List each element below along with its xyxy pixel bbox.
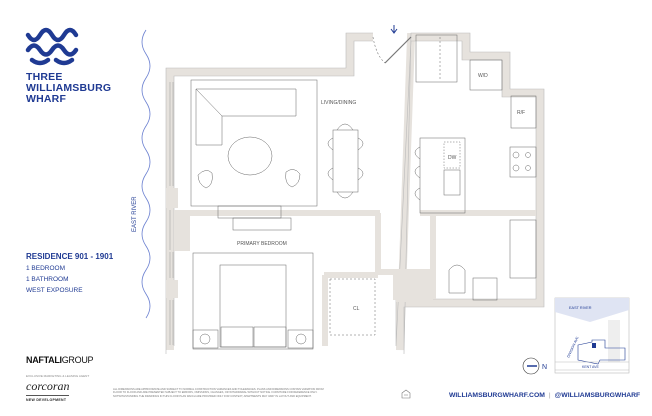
room-label-closet: CL [353, 306, 360, 312]
windows [169, 82, 174, 345]
equal-housing-icon [401, 389, 411, 399]
website-link[interactable]: WILLIAMSBURGWHARF.COM [449, 392, 545, 399]
brand-line-3: WHARF [26, 93, 67, 105]
furniture [190, 34, 537, 350]
river-wave-line [141, 29, 151, 319]
spec-bathrooms: 1 BATHROOM [26, 276, 69, 283]
brand-name: THREE WILLIAMSBURG WHARF [26, 72, 111, 105]
room-label-rf: R/F [517, 110, 525, 116]
brand-line-1: THREE [26, 71, 63, 83]
spec-exposure: WEST EXPOSURE [26, 287, 83, 294]
developer-logo: NAFTALIGROUP [26, 355, 94, 365]
room-label-dw: DW [448, 155, 457, 161]
room-label-living: LIVING/DINING [321, 100, 356, 106]
footer-separator: | [548, 392, 551, 399]
footer-links: WILLIAMSBURGWHARF.COM|@WILLIAMSBURGWHARF [449, 392, 640, 399]
agent-label: EXCLUSIVE MARKETING & LEASING AGENT [26, 374, 90, 378]
entry-door [372, 36, 412, 64]
key-plan-map [554, 297, 630, 374]
brand-line-2: WILLIAMSBURG [26, 82, 112, 94]
room-label-wd: W/D [478, 73, 488, 79]
east-river-label: EAST RIVER [132, 196, 138, 232]
room-label-bedroom: PRIMARY BEDROOM [237, 241, 287, 247]
walls [165, 32, 545, 355]
key-plan-river-label: EAST RIVER [569, 306, 592, 310]
spec-bedrooms: 1 BEDROOM [26, 265, 66, 272]
compass-north-label: N [542, 364, 547, 371]
agent-logo: corcoran [26, 379, 70, 396]
key-plan-street-kent: KENT AVE [582, 365, 599, 369]
social-handle-link[interactable]: @WILLIAMSBURGWHARF [554, 392, 641, 399]
developer-bold: NAFTALI [26, 355, 62, 365]
north-compass-icon [522, 357, 540, 375]
brand-logo-icon [25, 27, 79, 66]
agent-sub: NEW DEVELOPMENT [26, 398, 67, 402]
developer-light: GROUP [61, 355, 94, 365]
entry-arrow-icon [390, 25, 398, 34]
disclaimer-text: ALL DIMENSIONS ARE APPROXIMATE AND SUBJE… [113, 388, 324, 398]
residence-title: RESIDENCE 901 - 1901 [26, 252, 114, 261]
